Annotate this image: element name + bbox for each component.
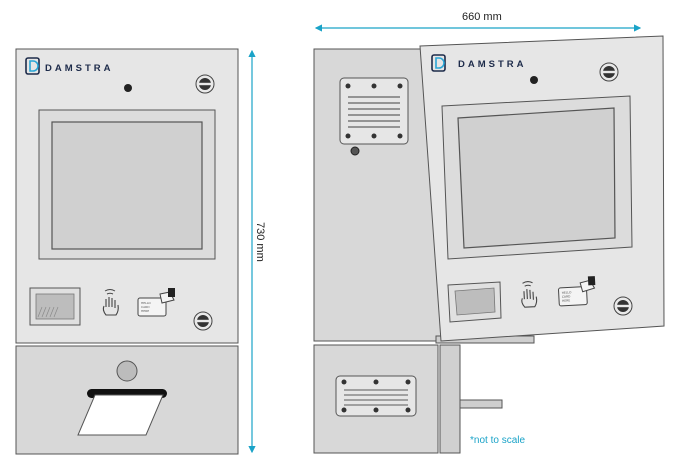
nfc-tap-icon <box>521 281 538 308</box>
height-label: 730 mm <box>254 222 266 262</box>
barcode-scanner <box>447 281 502 323</box>
side-view: DAMSTRA HELLO CARD HERE <box>313 35 665 454</box>
damstra-logo-icon <box>431 54 446 72</box>
card-reader-icon: HELLO CARD HERE <box>137 288 175 317</box>
svg-text:HELLO: HELLO <box>562 290 573 295</box>
width-label: 660 mm <box>462 11 502 23</box>
vent-grille-icon <box>335 375 417 417</box>
camera-icon <box>124 84 132 92</box>
brand-name: DAMSTRA <box>45 63 114 74</box>
svg-text:CARD: CARD <box>141 305 150 309</box>
lock-icon <box>613 296 633 316</box>
brand-name-door: DAMSTRA <box>458 59 527 70</box>
lock-icon <box>193 311 213 331</box>
stand-arm <box>459 399 503 409</box>
open-door-panel: DAMSTRA HELLO CARD HERE <box>419 35 665 342</box>
vent-grille-icon <box>339 77 409 145</box>
camera-icon <box>530 76 538 84</box>
indicator-button <box>116 360 138 382</box>
barcode-scanner <box>29 287 81 326</box>
side-sensor <box>350 146 360 156</box>
scale-footnote: *not to scale <box>470 435 525 446</box>
svg-text:HERE: HERE <box>141 309 149 313</box>
card-reader-icon: HELLO CARD HERE <box>558 276 596 307</box>
ticket-slot-icon <box>77 389 167 436</box>
screen <box>51 121 203 250</box>
svg-text:CARD: CARD <box>562 294 571 298</box>
lock-icon <box>599 62 619 82</box>
damstra-logo-icon <box>25 57 40 75</box>
front-view: DAMSTRA HELLO CARD HERE <box>15 48 239 455</box>
svg-text:HERE: HERE <box>562 298 570 302</box>
screen <box>457 107 616 249</box>
svg-text:HELLO: HELLO <box>141 301 151 305</box>
width-dimension: 660 mm <box>314 11 642 32</box>
nfc-tap-icon <box>102 289 119 316</box>
side-bracket <box>439 344 461 454</box>
height-dimension: 730 mm <box>248 49 266 454</box>
lock-icon <box>195 74 215 94</box>
